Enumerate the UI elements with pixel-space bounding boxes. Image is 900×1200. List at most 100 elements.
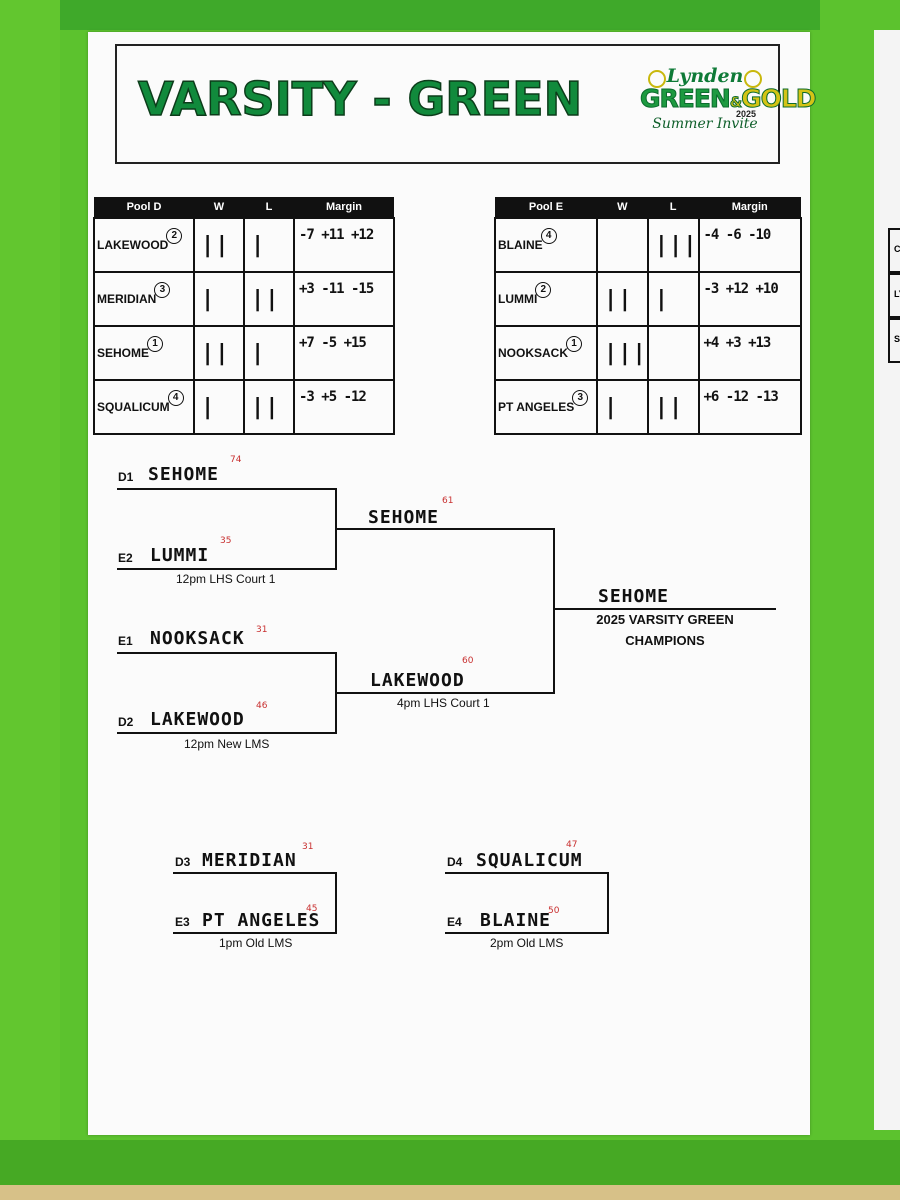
floor xyxy=(0,1185,900,1200)
wins-cell: || xyxy=(193,325,245,381)
game-location: 1pm Old LMS xyxy=(219,936,293,950)
seed-badge: 1 xyxy=(566,336,583,352)
adjacent-cell: SE xyxy=(888,318,900,363)
table-row: LAKEWOOD2 || | -7 +11 +12 xyxy=(93,217,395,273)
wins-cell: || xyxy=(596,271,649,327)
bracket-seed: E4 xyxy=(447,915,462,929)
bracket-seed: D3 xyxy=(175,855,191,869)
losses-cell: ||| xyxy=(646,217,700,273)
wins-cell: || xyxy=(193,217,245,273)
bracket-line xyxy=(117,732,337,734)
bracket-line xyxy=(607,872,609,934)
bracket-seed: E2 xyxy=(118,551,133,565)
bracket-seed: D4 xyxy=(447,855,463,869)
losses-cell: || xyxy=(243,271,295,327)
wins-cell: | xyxy=(193,379,245,435)
score: 31 xyxy=(302,842,314,852)
score: 74 xyxy=(230,455,242,465)
table-row: LUMMI2 || | -3 +12 +10 xyxy=(494,271,802,327)
adjacent-cell: LY xyxy=(888,273,900,318)
bracket-line xyxy=(335,872,337,934)
team-cell: PT ANGELES3 xyxy=(494,379,598,435)
page-title: VARSITY - GREEN xyxy=(137,71,583,127)
logo-line2: GREEN&GOLD xyxy=(640,84,818,113)
wins-cell: | xyxy=(596,379,649,435)
bracket-line xyxy=(335,528,555,530)
game-location: 12pm LHS Court 1 xyxy=(176,572,276,586)
col-l: L xyxy=(244,197,294,218)
seed-badge: 3 xyxy=(154,282,171,298)
bracket-line xyxy=(445,872,609,874)
adjacent-cell: C xyxy=(888,228,900,273)
team-cell: LAKEWOOD2 xyxy=(93,217,195,273)
seed-badge: 2 xyxy=(166,228,183,244)
table-row: MERIDIAN3 | || +3 -11 -15 xyxy=(93,271,395,327)
team-cell: NOOKSACK1 xyxy=(494,325,598,381)
team-cell: SQUALICUM4 xyxy=(93,379,195,435)
score: 47 xyxy=(566,840,578,850)
losses-cell: | xyxy=(243,217,295,273)
team-cell: BLAINE4 xyxy=(494,217,598,273)
margin-cell: +6 -12 -13 xyxy=(697,379,802,435)
pool-e-table: Pool E W L Margin BLAINE4 ||| -4 -6 -10 … xyxy=(494,197,802,435)
game-location: 2pm Old LMS xyxy=(490,936,564,950)
basketball-icon xyxy=(744,70,762,88)
losses-cell: | xyxy=(646,271,700,327)
team-cell: LUMMI2 xyxy=(494,271,598,327)
margin-cell: -3 +5 -12 xyxy=(293,379,395,435)
logo-line1: Lynden xyxy=(666,65,744,87)
pool-name: Pool D xyxy=(94,197,194,218)
score: 61 xyxy=(442,496,454,506)
losses-cell xyxy=(646,325,700,381)
bracket-seed: D1 xyxy=(118,470,134,484)
bracket-line xyxy=(445,932,609,934)
bracket-team: LAKEWOOD xyxy=(370,670,465,691)
bracket-line xyxy=(117,652,337,654)
score: 35 xyxy=(220,536,232,546)
wins-cell: ||| xyxy=(596,325,649,381)
bracket-seed: D2 xyxy=(118,715,134,729)
bracket-team: SEHOME xyxy=(148,464,220,485)
header-box xyxy=(115,44,780,164)
margin-cell: -7 +11 +12 xyxy=(293,217,395,273)
champion-caption: 2025 VARSITY GREEN xyxy=(596,612,734,627)
table-row: SQUALICUM4 | || -3 +5 -12 xyxy=(93,379,395,435)
table-row: SEHOME1 || | +7 -5 +15 xyxy=(93,325,395,381)
seed-badge: 4 xyxy=(540,228,557,244)
pool-name: Pool E xyxy=(495,197,597,218)
score: 45 xyxy=(306,904,318,914)
bracket-line xyxy=(173,872,337,874)
bracket-seed: E1 xyxy=(118,634,133,648)
bracket-seed: E3 xyxy=(175,915,190,929)
seed-badge: 3 xyxy=(572,390,589,406)
pool-header-row: Pool E W L Margin xyxy=(495,197,801,218)
margin-cell: +3 -11 -15 xyxy=(293,271,395,327)
bracket-team: LUMMI xyxy=(150,545,210,566)
seed-badge: 2 xyxy=(535,282,552,298)
margin-cell: -4 -6 -10 xyxy=(697,217,802,273)
team-cell: MERIDIAN3 xyxy=(93,271,195,327)
bracket-team: PT ANGELES xyxy=(202,910,321,931)
bracket-line xyxy=(553,528,555,694)
bracket-line xyxy=(335,692,555,694)
score: 31 xyxy=(256,625,268,635)
logo-line3: Summer Invite xyxy=(652,116,758,132)
wins-cell xyxy=(596,217,649,273)
margin-cell: +7 -5 +15 xyxy=(293,325,395,381)
game-location: 4pm LHS Court 1 xyxy=(397,696,490,710)
margin-cell: -3 +12 +10 xyxy=(697,271,802,327)
bracket-team: SEHOME xyxy=(368,507,440,528)
wins-cell: | xyxy=(193,271,245,327)
col-w: W xyxy=(194,197,244,218)
col-l: L xyxy=(647,197,699,218)
bracket-team: LAKEWOOD xyxy=(150,709,245,730)
game-location: 12pm New LMS xyxy=(184,737,270,751)
basketball-icon xyxy=(648,70,666,88)
losses-cell: || xyxy=(243,379,295,435)
col-margin: Margin xyxy=(294,197,394,218)
tournament-logo: Lynden GREEN&GOLD 2025 Summer Invite xyxy=(640,65,818,140)
bracket-team: SQUALICUM xyxy=(476,850,583,871)
bracket-line xyxy=(117,488,337,490)
margin-cell: +4 +3 +13 xyxy=(697,325,802,381)
table-row: BLAINE4 ||| -4 -6 -10 xyxy=(494,217,802,273)
